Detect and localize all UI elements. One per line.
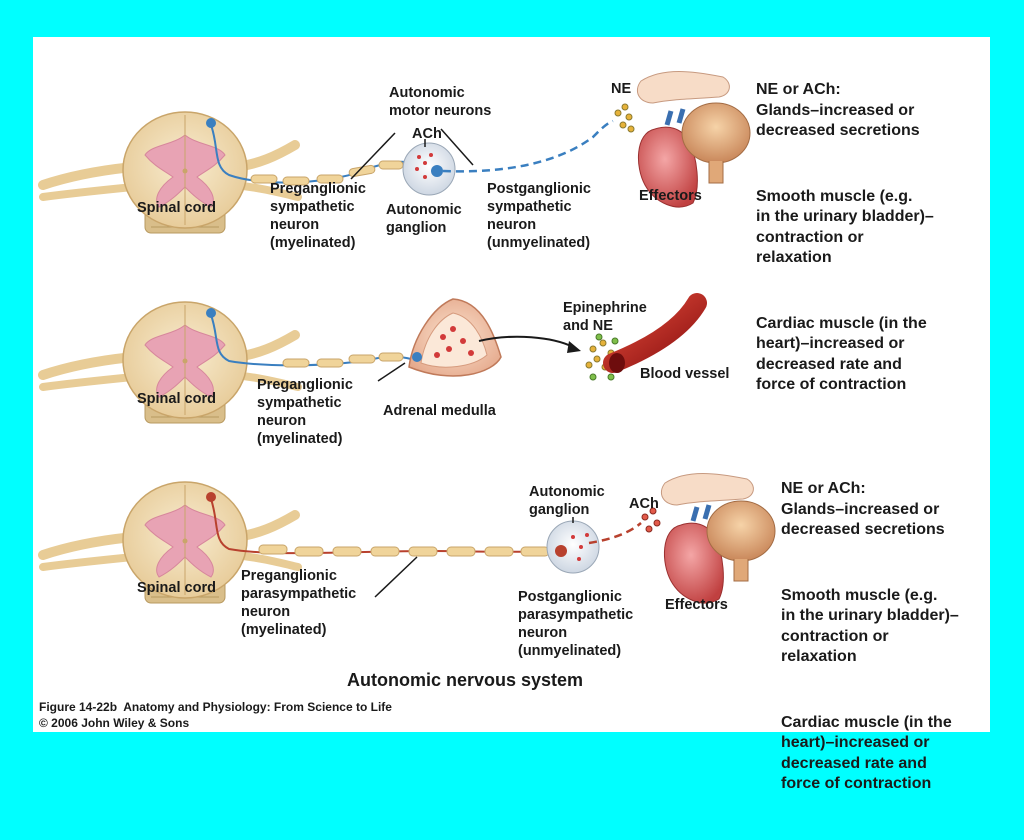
p1-ganglion-label: Autonomic ganglion: [386, 202, 462, 236]
p3-effectors-label: Effectors: [665, 597, 728, 613]
p1-ach-label: ACh: [412, 126, 442, 142]
p3-effects-text: NE or ACh: Glands–increased or decreased…: [781, 438, 959, 840]
p1-postganglionic-label: Postganglionic sympathetic neuron (unmye…: [487, 181, 591, 251]
p3-preganglionic-label: Preganglionic parasympathetic neuron (my…: [241, 568, 357, 638]
p1-spinal-cord-label: Spinal cord: [137, 200, 216, 216]
p2-epinephrine-label: Epinephrine and NE: [563, 300, 647, 334]
p3-spinal-cord-label: Spinal cord: [137, 580, 216, 596]
panel-2-adrenal: [43, 293, 707, 423]
p3-effect-cardiac-muscle: Cardiac muscle (in the heart)–increased …: [781, 713, 952, 793]
p1-motor-neurons-label: Autonomic motor neurons: [389, 85, 492, 119]
p1-effect-cardiac-muscle: Cardiac muscle (in the heart)–increased …: [756, 314, 927, 394]
p3-effect-glands: NE or ACh: Glands–increased or decreased…: [781, 480, 945, 538]
figure-caption-line1: Figure 14-22b Anatomy and Physiology: Fr…: [39, 700, 392, 714]
p3-postganglionic-label: Postganglionic parasympathetic neuron (u…: [518, 589, 634, 659]
figure-panel: Spinal cord Autonomic motor neurons ACh …: [33, 37, 990, 792]
figure-title: Autonomic nervous system: [347, 670, 584, 690]
panel-3-parasympathetic: [43, 473, 776, 604]
p2-blood-vessel-label: Blood vessel: [640, 366, 730, 382]
p1-effectors-label: Effectors: [639, 188, 702, 204]
p2-spinal-cord-label: Spinal cord: [137, 391, 216, 407]
p3-ganglion-label: Autonomic ganglion: [529, 484, 605, 518]
p3-effect-smooth-muscle: Smooth muscle (e.g. in the urinary bladd…: [781, 586, 959, 666]
panel-1-sympathetic: [43, 71, 751, 234]
p1-effects-text: NE or ACh: Glands–increased or decreased…: [756, 39, 934, 441]
diagram-artwork: [33, 71, 776, 732]
p2-preganglionic-label: Preganglionic sympathetic neuron (myelin…: [257, 377, 353, 447]
p1-ne-label: NE: [611, 81, 632, 97]
p1-preganglionic-label: Preganglionic sympathetic neuron (myelin…: [270, 181, 366, 251]
p1-effect-glands: NE or ACh: Glands–increased or decreased…: [756, 81, 920, 139]
figure-caption-line2: © 2006 John Wiley & Sons: [39, 716, 190, 730]
p1-effect-smooth-muscle: Smooth muscle (e.g. in the urinary bladd…: [756, 187, 934, 267]
p2-adrenal-label: Adrenal medulla: [383, 403, 496, 419]
p3-ach-label: ACh: [629, 496, 659, 512]
